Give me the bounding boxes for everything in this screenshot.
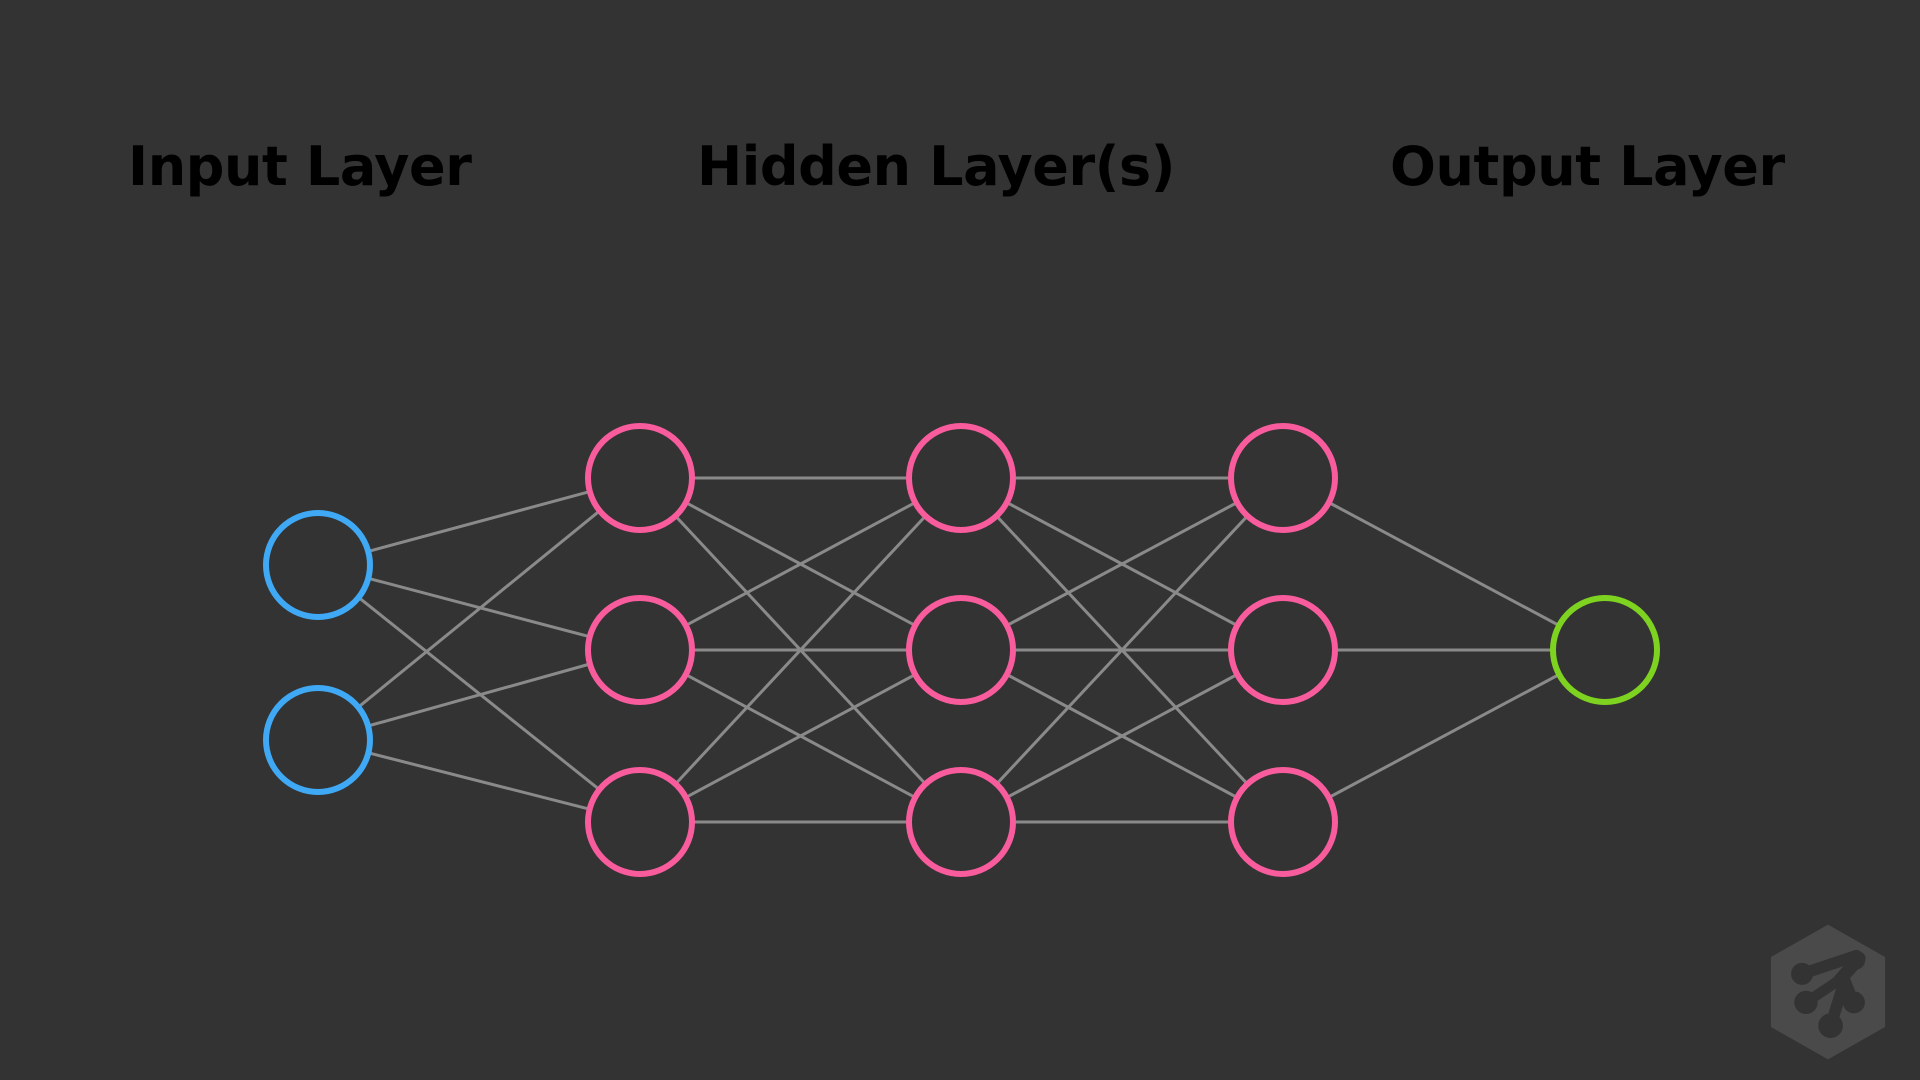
neuron-hidden3-3: [1228, 767, 1338, 877]
neuron-input-2: [263, 685, 373, 795]
connection-line: [685, 501, 916, 627]
connection-line: [995, 514, 1249, 786]
connection-line: [367, 490, 591, 553]
connection-line: [357, 509, 601, 709]
connection-lines-group: [357, 476, 1560, 824]
neuron-output-1: [1550, 595, 1660, 705]
output-layer-label: Output Layer: [1390, 135, 1785, 198]
neuron-hidden1-2: [585, 595, 695, 705]
hexagon-neuron-logo-icon: [1770, 924, 1886, 1060]
neurons-group: [263, 423, 1660, 877]
connection-line: [1328, 501, 1560, 627]
connection-line: [685, 673, 916, 799]
neuron-input-1: [263, 510, 373, 620]
neuron-hidden1-3: [585, 767, 695, 877]
hidden-layer-label: Hidden Layer(s): [697, 135, 1176, 198]
neuron-hidden2-1: [906, 423, 1016, 533]
connection-line: [1328, 673, 1560, 799]
connection-line: [367, 662, 591, 728]
neuron-hidden3-2: [1228, 595, 1338, 705]
neuron-hidden2-2: [906, 595, 1016, 705]
input-layer-label: Input Layer: [128, 135, 472, 198]
connection-line: [368, 751, 590, 811]
neuron-hidden2-3: [906, 767, 1016, 877]
connection-line: [674, 514, 927, 786]
neuron-hidden3-1: [1228, 423, 1338, 533]
connection-line: [1006, 673, 1238, 799]
neuron-hidden1-1: [585, 423, 695, 533]
connection-line: [1006, 501, 1238, 627]
